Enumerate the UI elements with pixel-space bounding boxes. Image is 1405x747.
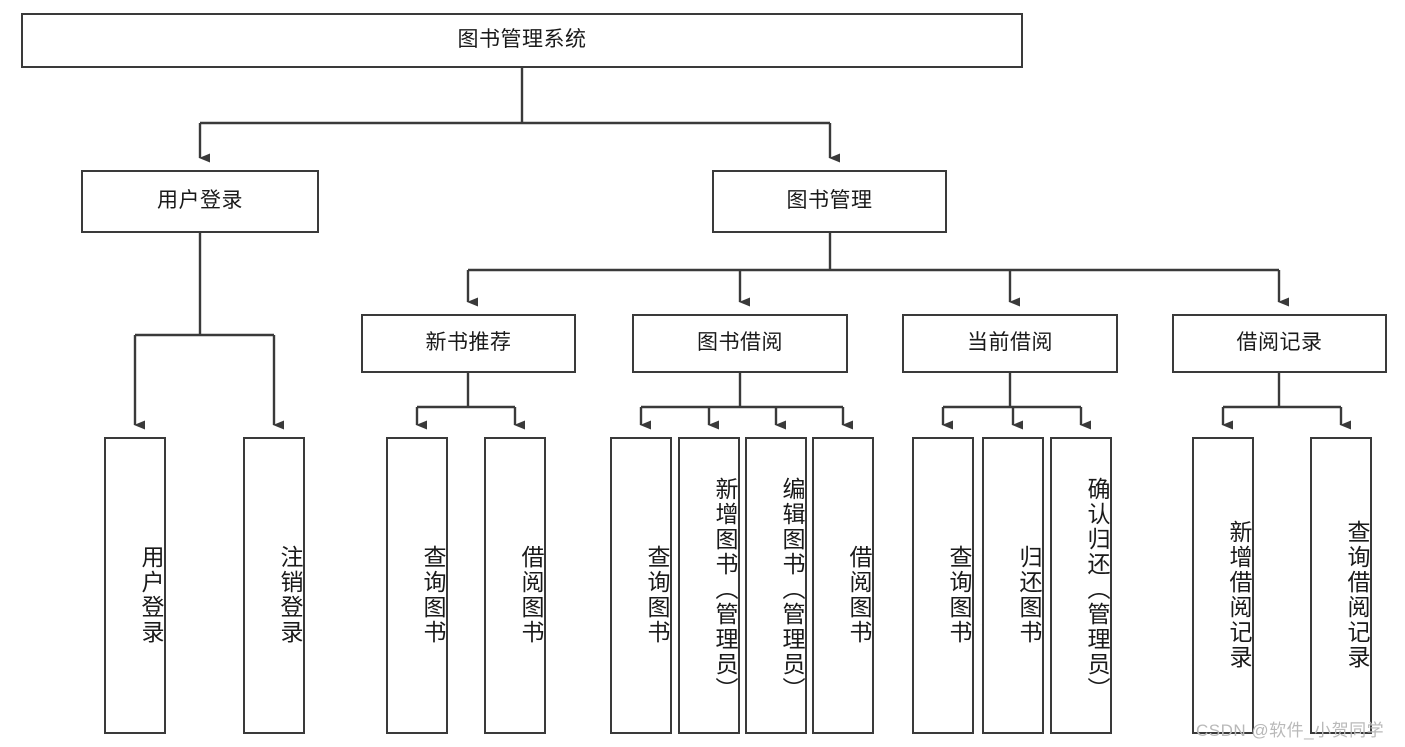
node-leaf-3-借阅图书[interactable]: 借阅图书 [484,437,546,734]
node-label: 新书推荐 [425,331,512,355]
node-label: 查询图书 [946,544,972,645]
node-level2-2-当前借阅[interactable]: 当前借阅 [902,314,1118,373]
node-level1-1-图书管理[interactable]: 图书管理 [712,170,947,233]
node-label: 图书管理系统 [457,28,587,52]
csdn-watermark: CSDN @软件_小贺同学 [1196,721,1385,740]
node-leaf-7-借阅图书[interactable]: 借阅图书 [812,437,874,734]
node-label: 用户登录 [157,189,243,213]
node-leaf-5-新增图书管理员[interactable]: 新增图书（管理员） [678,437,740,734]
node-leaf-8-查询图书[interactable]: 查询图书 [912,437,974,734]
node-label: 编辑图书（管理员） [779,477,805,702]
node-leaf-12-查询借阅记录[interactable]: 查询借阅记录 [1310,437,1372,734]
node-label: 借阅记录 [1236,331,1323,355]
node-leaf-1-注销登录[interactable]: 注销登录 [243,437,305,734]
node-label: 确认归还（管理员） [1084,477,1110,702]
node-label: 归还图书 [1016,544,1042,645]
node-leaf-6-编辑图书管理员[interactable]: 编辑图书（管理员） [745,437,807,734]
node-label: 图书管理 [786,189,873,213]
node-level2-0-新书推荐[interactable]: 新书推荐 [361,314,576,373]
node-label: 图书借阅 [697,331,783,355]
node-level2-3-借阅记录[interactable]: 借阅记录 [1172,314,1387,373]
node-leaf-10-确认归还管理员[interactable]: 确认归还（管理员） [1050,437,1112,734]
node-label: 查询图书 [644,544,670,645]
node-label: 用户登录 [138,544,164,645]
node-label: 借阅图书 [846,544,872,645]
node-leaf-4-查询图书[interactable]: 查询图书 [610,437,672,734]
node-leaf-11-新增借阅记录[interactable]: 新增借阅记录 [1192,437,1254,734]
node-label: 新增借阅记录 [1226,519,1252,670]
node-label: 借阅图书 [518,544,544,645]
node-label: 注销登录 [277,544,303,645]
node-label: 查询借阅记录 [1344,519,1370,670]
node-leaf-9-归还图书[interactable]: 归还图书 [982,437,1044,734]
node-level1-0-用户登录[interactable]: 用户登录 [81,170,319,233]
node-label: 查询图书 [420,544,446,645]
node-leaf-0-用户登录[interactable]: 用户登录 [104,437,166,734]
node-root-图书管理系统[interactable]: 图书管理系统 [21,13,1023,68]
node-label: 新增图书（管理员） [712,477,738,702]
node-leaf-2-查询图书[interactable]: 查询图书 [386,437,448,734]
node-label: 当前借阅 [967,331,1053,355]
node-level2-1-图书借阅[interactable]: 图书借阅 [632,314,848,373]
